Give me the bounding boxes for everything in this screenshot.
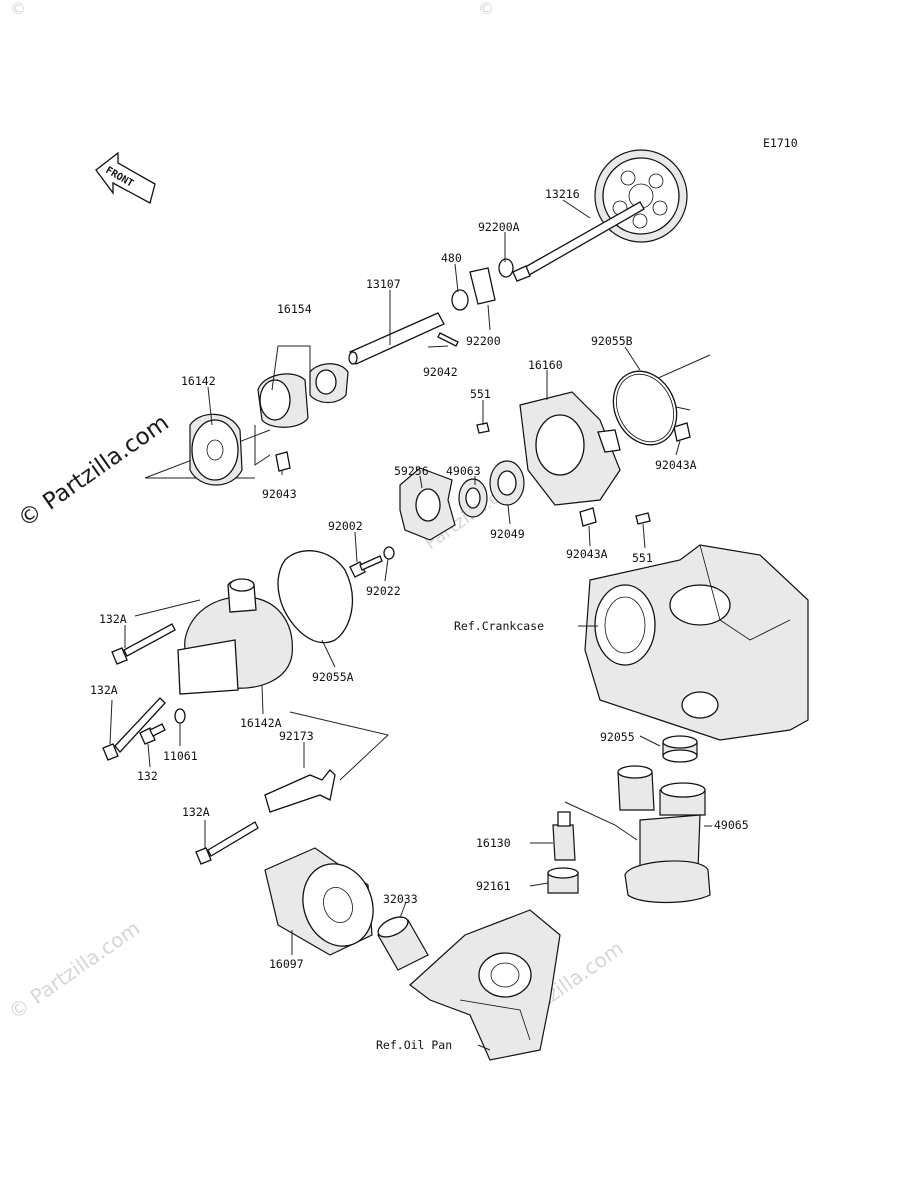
label-16160: 16160	[528, 358, 563, 372]
bolt-132A-upper	[111, 623, 176, 665]
pin-92042	[437, 332, 459, 347]
label-32033: 32033	[383, 892, 418, 906]
part-number-labels: 13216 92200A 480 13107 92200 16154 92042…	[90, 187, 749, 1052]
pipe-32033	[377, 916, 429, 971]
svg-text:©: ©	[10, 0, 26, 18]
label-92055A: 92055A	[312, 670, 354, 684]
impeller-59256	[399, 467, 456, 541]
circlip-480	[451, 289, 469, 311]
oil-filter-16097	[264, 847, 374, 956]
gasket-92055A	[277, 550, 353, 644]
front-arrow-icon: FRONT	[95, 151, 156, 204]
label-92055B: 92055B	[591, 334, 633, 348]
label-132A-lower: 132A	[182, 805, 210, 819]
relief-valve-16130	[552, 811, 576, 861]
label-92200: 92200	[466, 334, 501, 348]
bolt-132A-middle	[102, 697, 166, 761]
bearing-92049	[489, 460, 525, 506]
label-16097: 16097	[269, 957, 304, 971]
label-16130: 16130	[476, 836, 511, 850]
label-49063: 49063	[446, 464, 481, 478]
dowel-92043A-right	[673, 422, 691, 442]
svg-text:©: ©	[478, 0, 494, 18]
label-92161: 92161	[476, 879, 511, 893]
oil-strainer-49065	[617, 765, 711, 904]
watermark-text: © Partzilla.com	[14, 410, 174, 533]
drive-gear-shaft-13216	[512, 149, 688, 282]
label-132: 132	[137, 769, 158, 783]
label-92022: 92022	[366, 584, 401, 598]
leader-92173-bracket	[289, 711, 390, 781]
label-92002: 92002	[328, 519, 363, 533]
bolt-92002	[349, 555, 383, 578]
water-pump-housing-16142A	[177, 578, 293, 695]
label-132A-upper: 132A	[99, 612, 127, 626]
label-59256: 59256	[394, 464, 429, 478]
bolt-132	[139, 723, 166, 745]
label-ref-crankcase: Ref.Crankcase	[454, 619, 544, 633]
rotor-16154	[257, 363, 349, 428]
svg-text:© Partzilla.com: © Partzilla.com	[4, 916, 144, 1024]
label-92200A: 92200A	[478, 220, 520, 234]
label-480: 480	[441, 251, 462, 265]
o-ring-92055	[662, 735, 698, 763]
plate-92200	[469, 267, 496, 305]
label-92043A-right: 92043A	[655, 458, 697, 472]
label-551-upper: 551	[470, 387, 491, 401]
label-11061: 11061	[163, 749, 198, 763]
o-ring-92055B	[612, 370, 678, 446]
label-132A-middle: 132A	[90, 683, 118, 697]
label-92055: 92055	[600, 730, 635, 744]
label-16154: 16154	[277, 302, 312, 316]
pump-shaft-13107	[348, 312, 445, 365]
nut-92161	[547, 867, 579, 894]
label-92049: 92049	[490, 527, 525, 541]
label-ref-oil-pan: Ref.Oil Pan	[376, 1038, 452, 1052]
label-551-lower: 551	[632, 551, 653, 565]
dowel-92043A-lower	[579, 507, 597, 527]
washer-92200A	[498, 258, 514, 278]
dowel-92043	[275, 451, 291, 472]
label-49065: 49065	[714, 818, 749, 832]
label-16142A: 16142A	[240, 716, 282, 730]
crankcase-reference-illustration	[584, 544, 809, 741]
label-16142: 16142	[181, 374, 216, 388]
oil-pan-reference-illustration	[409, 909, 561, 1061]
label-92173: 92173	[279, 729, 314, 743]
pin-551-lower	[635, 512, 651, 525]
label-13107: 13107	[366, 277, 401, 291]
label-13216: 13216	[545, 187, 580, 201]
pin-551-upper	[476, 422, 490, 434]
label-92043A-lower: 92043A	[566, 547, 608, 561]
bolt-132A-lower	[195, 821, 259, 865]
label-92042: 92042	[423, 365, 458, 379]
leader-lines	[109, 199, 712, 1051]
washer-11061	[174, 708, 186, 724]
leader-16130-bracket	[564, 801, 638, 841]
diagram-code: E1710	[763, 136, 798, 150]
washer-92022	[383, 546, 395, 560]
pump-housing-16142	[189, 413, 243, 486]
pump-cover-16160	[519, 391, 621, 506]
pipe-92173	[264, 769, 336, 813]
label-92043: 92043	[262, 487, 297, 501]
seal-49063	[458, 478, 488, 518]
